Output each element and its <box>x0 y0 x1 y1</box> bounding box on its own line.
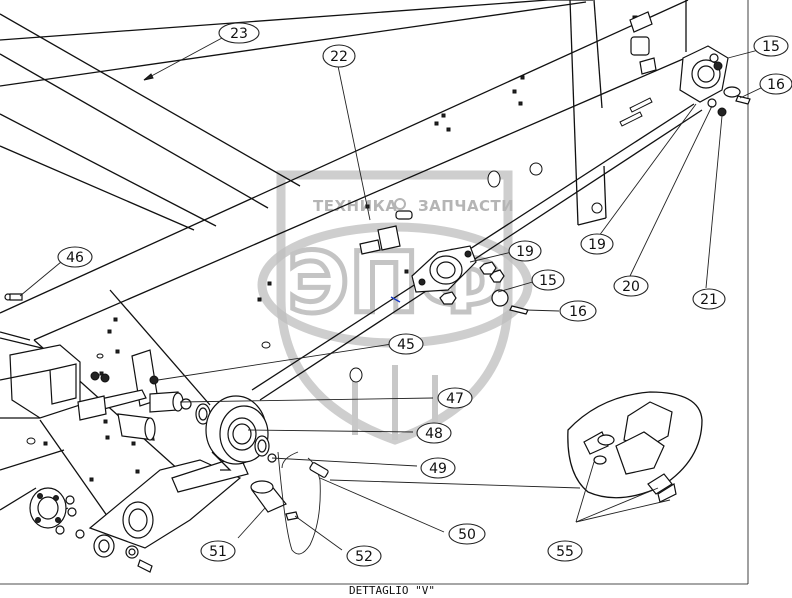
bearing-assembly-middle <box>359 210 529 315</box>
callout-23: 23 <box>218 22 260 44</box>
callout-20-label: 20 <box>622 279 640 295</box>
callout-55: 55 <box>547 540 583 562</box>
callout-22: 22 <box>322 44 356 68</box>
callout-19-middle-label: 19 <box>516 244 534 260</box>
bracket-assembly-left <box>4 293 211 441</box>
callout-47-label: 47 <box>446 391 464 407</box>
callout-16-middle: 16 <box>559 300 597 322</box>
callout-46-label: 46 <box>66 250 84 266</box>
callout-19-top-label: 19 <box>588 237 606 253</box>
callout-22-label: 22 <box>330 49 348 65</box>
callout-46: 46 <box>57 246 93 268</box>
callout-51: 51 <box>200 540 236 562</box>
direction-arrow-icon <box>390 296 401 303</box>
callout-50: 50 <box>448 523 486 545</box>
callout-52-label: 52 <box>355 549 373 565</box>
watermark-gear-icon <box>394 198 406 210</box>
callout-51-label: 51 <box>209 544 227 560</box>
watermark-text-right: ЗАПЧАСТИ <box>418 197 514 215</box>
callout-45-label: 45 <box>397 337 415 353</box>
callout-55-label: 55 <box>556 544 574 560</box>
callout-19-middle: 19 <box>508 240 542 262</box>
callout-48: 48 <box>416 422 452 444</box>
watermark-text-left: ТЕХНИКА <box>313 197 398 215</box>
callout-52: 52 <box>346 545 382 567</box>
callout-49: 49 <box>420 457 456 479</box>
callout-48-label: 48 <box>425 426 443 442</box>
frame-slots <box>26 97 653 513</box>
hub-assembly-lower <box>29 487 154 573</box>
callout-21: 21 <box>692 288 726 310</box>
callout-49-label: 49 <box>429 461 447 477</box>
callout-21-label: 21 <box>700 292 718 308</box>
callout-16-top-label: 16 <box>767 77 785 93</box>
drawing-frame <box>0 0 749 585</box>
callout-23-label: 23 <box>230 26 248 42</box>
detail-caption: DETTAGLIO "V" <box>349 584 435 597</box>
callout-45: 45 <box>388 333 424 355</box>
callout-50-label: 50 <box>458 527 476 543</box>
callout-15-middle-label: 15 <box>539 273 557 289</box>
callout-19-top: 19 <box>580 233 614 255</box>
chain-link-detail <box>567 391 703 503</box>
callout-15-middle: 15 <box>531 269 565 291</box>
callout-20: 20 <box>613 275 649 297</box>
callout-16-middle-label: 16 <box>569 304 587 320</box>
bearing-assembly-top <box>629 11 751 117</box>
callout-16-top: 16 <box>759 73 792 95</box>
callout-47: 47 <box>437 387 473 409</box>
callout-15-top-label: 15 <box>762 39 780 55</box>
callout-15-top: 15 <box>753 35 789 57</box>
